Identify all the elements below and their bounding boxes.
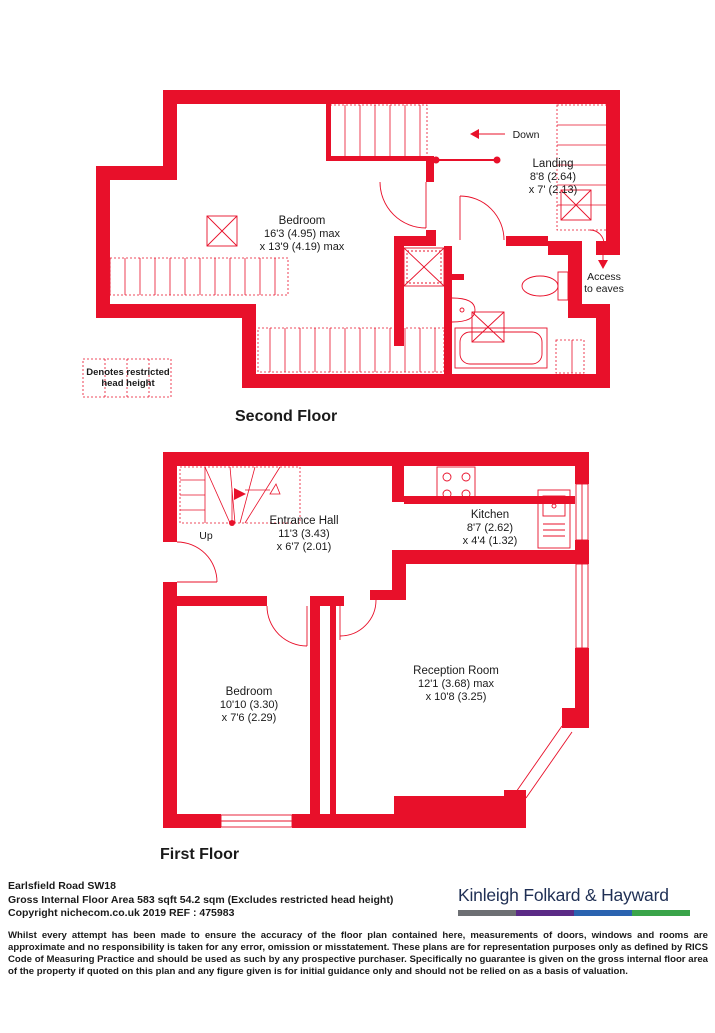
second-floor-title: Second Floor — [235, 408, 338, 425]
first-floor-walls — [163, 452, 589, 828]
up-label: Up — [199, 530, 213, 542]
room-dim: x 6'7 (2.01) — [277, 541, 332, 553]
access-arrow-icon — [598, 245, 608, 269]
brand-logo: Kinleigh Folkard & Hayward — [458, 885, 690, 916]
first-floor-title: First Floor — [160, 846, 240, 863]
toilet-icon — [521, 271, 569, 301]
floor-plan-drawing: Bedroom 16'3 (4.95) max x 13'9 (4.19) ma… — [96, 90, 624, 828]
down-label: Down — [513, 129, 540, 141]
second-floor-doors — [379, 181, 605, 245]
brand-color-bar — [458, 910, 690, 916]
down-arrow-icon — [470, 129, 505, 139]
access-label: Access — [587, 271, 621, 283]
room-dim: x 7' (2.13) — [529, 184, 578, 196]
first-floor-doors — [176, 541, 377, 647]
room-name: Bedroom — [226, 686, 273, 698]
room-name: Kitchen — [471, 509, 509, 521]
copyright: Copyright nichecom.co.uk 2019 REF : 4759… — [8, 907, 235, 919]
disclaimer-text: Whilst every attempt has been made to en… — [8, 930, 708, 977]
property-info: Earlsfield Road SW18 Gross Internal Floo… — [8, 880, 393, 921]
sink-icon — [451, 297, 476, 323]
kitchen-fixtures — [436, 466, 571, 549]
brand-bar-segment — [458, 910, 516, 916]
room-dim: 12'1 (3.68) max — [418, 678, 495, 690]
room-dim: x 7'6 (2.29) — [222, 712, 277, 724]
legend-line: Denotes restricted — [86, 367, 170, 378]
room-dim: x 13'9 (4.19) max — [260, 241, 345, 253]
room-dim: 16'3 (4.95) max — [264, 228, 341, 240]
hob-icon — [436, 466, 476, 504]
room-name: Landing — [533, 158, 574, 170]
second-floor-labels: Bedroom 16'3 (4.95) max x 13'9 (4.19) ma… — [260, 129, 624, 295]
first-floor-plan: Entrance Hall 11'3 (3.43) x 6'7 (2.01) K… — [163, 452, 589, 828]
room-dim: 11'3 (3.43) — [278, 528, 329, 540]
room-dim: 8'7 (2.62) — [467, 522, 513, 534]
first-floor-stair-treads — [180, 466, 281, 524]
brand-name: Kinleigh Folkard & Hayward — [458, 885, 669, 905]
bathtub — [454, 327, 548, 369]
second-floor-stair-treads — [109, 105, 607, 373]
legend-label: Denotes restricted head height — [84, 367, 172, 389]
first-floor-labels: Entrance Hall 11'3 (3.43) x 6'7 (2.01) K… — [199, 509, 517, 724]
room-dim: x 10'8 (3.25) — [426, 691, 487, 703]
room-name: Entrance Hall — [269, 515, 338, 527]
second-floor-walls — [96, 90, 620, 388]
room-name: Reception Room — [413, 665, 499, 677]
brand-bar-segment — [574, 910, 632, 916]
room-dim: 10'10 (3.30) — [220, 699, 278, 711]
room-dim: 8'8 (2.64) — [530, 171, 576, 183]
legend-restricted-height-swatch — [82, 358, 172, 398]
bathroom-fixtures — [403, 247, 569, 369]
legend-line: head height — [101, 378, 155, 389]
address: Earlsfield Road SW18 — [8, 880, 116, 892]
room-name: Bedroom — [279, 215, 326, 227]
floor-area: Gross Internal Floor Area 583 sqft 54.2 … — [8, 893, 394, 906]
skylight-bath — [471, 311, 505, 343]
stair-rail — [432, 156, 501, 164]
access-label: to eaves — [584, 283, 624, 295]
up-arrow-icon — [229, 483, 281, 526]
sink-icon — [537, 489, 571, 549]
brand-bar-segment — [632, 910, 690, 916]
shower-tray — [403, 247, 445, 287]
skylight-icon — [206, 189, 592, 247]
first-floor-windows — [220, 483, 589, 828]
second-floor-plan: Bedroom 16'3 (4.95) max x 13'9 (4.19) ma… — [96, 90, 624, 388]
brand-bar-segment — [516, 910, 574, 916]
room-dim: x 4'4 (1.32) — [463, 535, 518, 547]
